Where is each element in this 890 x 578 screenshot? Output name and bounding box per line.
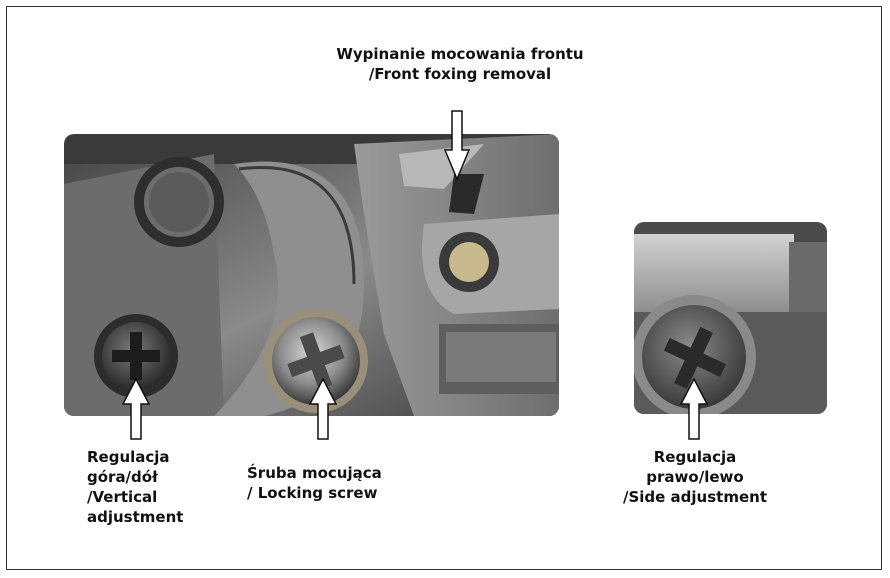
arrow-up-icon (122, 378, 150, 440)
hinge-photo-main-drawing (64, 134, 559, 416)
label-line: /Vertical (87, 488, 158, 506)
figure-frame (6, 6, 882, 570)
label-line: /Front foxing removal (368, 65, 552, 83)
label-line: /Side adjustment (623, 488, 767, 506)
arrow-up-icon (309, 378, 337, 440)
arrow-up-icon (680, 378, 708, 440)
label-line: góra/dół (87, 468, 158, 486)
label-line: prawo/lewo (646, 468, 744, 486)
label-front-removal: Wypinanie mocowania frontu /Front foxing… (300, 44, 620, 84)
label-line: / Locking screw (247, 484, 378, 502)
hinge-photo-main (64, 134, 559, 416)
label-line: Regulacja (87, 448, 170, 466)
label-vertical-adjustment: Regulacja góra/dół /Vertical adjustment (87, 447, 183, 527)
hinge-photo-side (634, 222, 827, 414)
label-line: Wypinanie mocowania frontu (336, 45, 584, 63)
label-line: Regulacja (653, 448, 737, 466)
label-line: adjustment (87, 508, 184, 526)
arrow-down-icon (444, 110, 470, 180)
label-line: Śruba mocująca (247, 464, 382, 482)
label-side-adjustment: Regulacja prawo/lewo /Side adjustment (600, 447, 790, 507)
label-locking-screw: Śruba mocująca / Locking screw (247, 463, 382, 503)
hinge-photo-side-drawing (634, 222, 827, 414)
